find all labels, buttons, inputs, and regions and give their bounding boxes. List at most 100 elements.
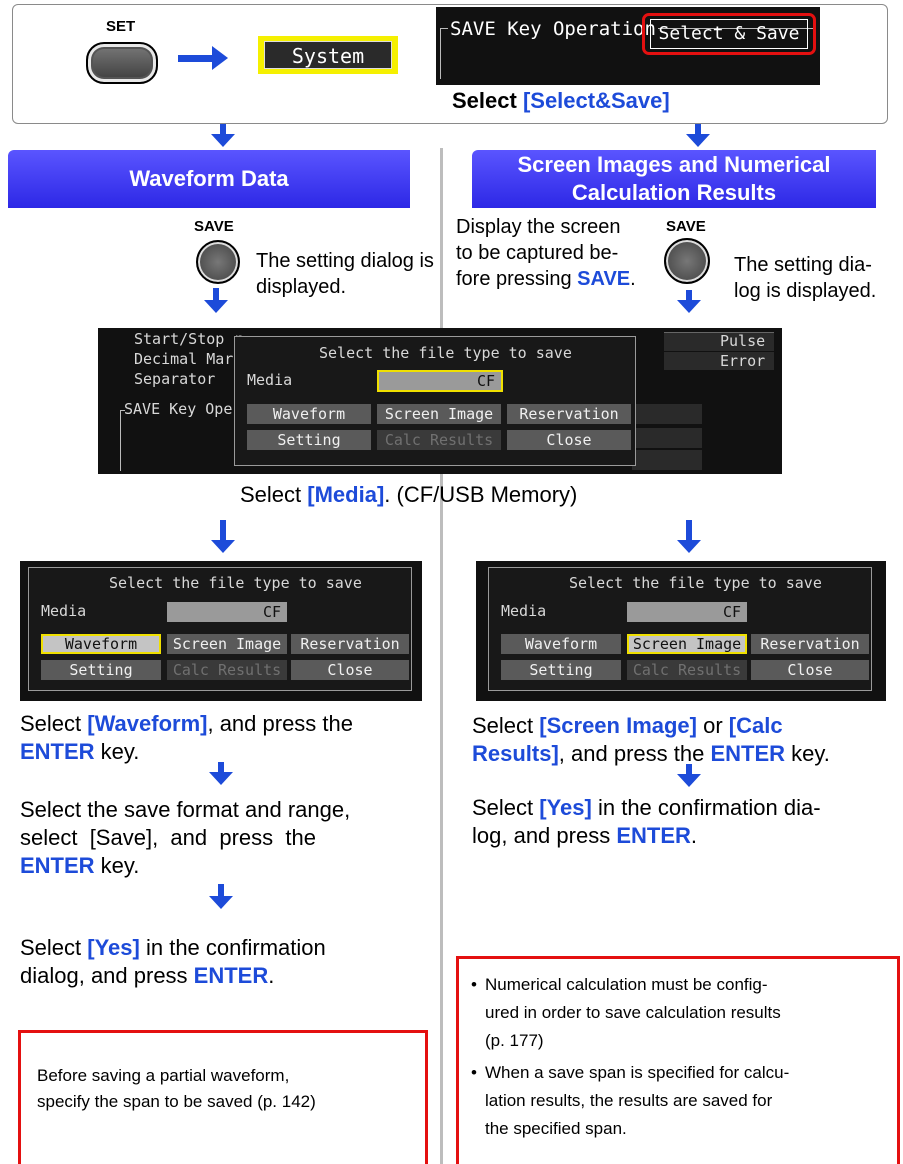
- media-caption-c: . (CF/USB Memory): [384, 482, 578, 507]
- media-field[interactable]: CF: [627, 602, 747, 622]
- down-arrow-icon: [220, 520, 226, 542]
- media-label: Media: [247, 371, 293, 389]
- bg-error: Error: [720, 352, 766, 370]
- text: Select: [472, 713, 540, 738]
- waveform-button[interactable]: Waveform: [247, 404, 371, 424]
- right-step-2: Select [Yes] in the confirmation dia- lo…: [472, 794, 892, 850]
- calc-results-button[interactable]: Calc Results: [167, 660, 287, 680]
- down-arrow-icon: [686, 520, 692, 542]
- left-save-key-label: SAVE: [194, 218, 234, 235]
- top-instruction-bold: [Select&Save]: [522, 88, 670, 113]
- down-arrow-icon: [213, 288, 219, 302]
- screen-image-button[interactable]: Screen Image: [627, 634, 747, 654]
- right-save-pre-line3: fore pressing: [456, 268, 578, 290]
- right-save-key-label: SAVE: [666, 218, 706, 235]
- text-bold: ENTER: [616, 823, 691, 848]
- waveform-button[interactable]: Waveform: [501, 634, 621, 654]
- text: .: [268, 963, 275, 988]
- text: Select: [472, 795, 540, 820]
- reservation-button[interactable]: Reservation: [751, 634, 869, 654]
- system-button[interactable]: System: [264, 41, 392, 69]
- left-note-box: Before saving a partial waveform, specif…: [18, 1030, 428, 1164]
- right-arrow-head: [212, 46, 228, 70]
- text-bold: [Yes]: [87, 935, 140, 960]
- text-bold: ENTER: [20, 739, 95, 764]
- bg-row: SAVE Key Ope: [124, 400, 233, 418]
- column-divider: [440, 148, 443, 1164]
- close-button[interactable]: Close: [751, 660, 869, 680]
- text: key.: [94, 853, 140, 878]
- text: key.: [785, 741, 830, 766]
- left-banner: Waveform Data: [8, 150, 410, 208]
- text: Select the save format and range,: [20, 797, 351, 822]
- reservation-button[interactable]: Reservation: [291, 634, 409, 654]
- right-save-pre-period: .: [630, 268, 636, 290]
- text-bold: [Screen Image]: [539, 713, 697, 738]
- bg-cell: [632, 428, 702, 448]
- setting-button[interactable]: Setting: [501, 660, 621, 680]
- file-type-dialog: Select the file type to save Media CF Wa…: [234, 336, 636, 466]
- waveform-button[interactable]: Waveform: [41, 634, 161, 654]
- dialog-title: Select the file type to save: [319, 344, 572, 362]
- media-label: Media: [41, 602, 87, 620]
- save-op-label: SAVE Key Operation: [448, 18, 658, 40]
- text: in the confirmation dia-: [591, 795, 821, 820]
- down-arrow-head: [204, 300, 228, 313]
- file-type-dialog: Select the file type to save Media CF Wa…: [488, 567, 872, 691]
- right-save-pre: Display the screen to be captured be- fo…: [456, 214, 636, 292]
- left-save-desc: The setting dialog is displayed.: [256, 250, 434, 298]
- text-bold: ENTER: [193, 963, 269, 988]
- set-key-icon[interactable]: [86, 42, 158, 84]
- text: Select: [20, 711, 88, 736]
- screen-image-button[interactable]: Screen Image: [377, 404, 501, 424]
- main-screenshot: Start/Stop r Decimal Mark Separator SAVE…: [98, 328, 782, 474]
- text-bold: [Yes]: [539, 795, 592, 820]
- text: Select: [20, 935, 88, 960]
- down-arrow-head: [677, 774, 701, 787]
- down-arrow-icon: [218, 884, 224, 898]
- media-label: Media: [501, 602, 547, 620]
- bg-row: Decimal Mark: [134, 350, 243, 368]
- screen-image-button[interactable]: Screen Image: [167, 634, 287, 654]
- close-button[interactable]: Close: [507, 430, 631, 450]
- media-field[interactable]: CF: [377, 370, 503, 392]
- right-save-pre-line2: to be captured be-: [456, 242, 619, 264]
- bullet-icon: •: [471, 975, 477, 994]
- save-op-value[interactable]: Select & Save: [650, 19, 808, 49]
- bg-frame: [120, 410, 125, 471]
- right-save-pre-line1: Display the screen: [456, 216, 621, 238]
- setting-button[interactable]: Setting: [247, 430, 371, 450]
- text: key.: [94, 739, 140, 764]
- text: ured in order to save calculation result…: [485, 1003, 781, 1022]
- text: , and press the: [558, 741, 711, 766]
- file-type-dialog: Select the file type to save Media CF Wa…: [28, 567, 412, 691]
- set-key-label: SET: [106, 18, 136, 35]
- top-instruction: Select [Select&Save]: [452, 88, 670, 114]
- media-caption: Select [Media]. (CF/USB Memory): [240, 482, 577, 508]
- right-save-desc: The setting dia- log is displayed.: [734, 252, 876, 304]
- down-arrow-head: [677, 540, 701, 553]
- bg-cell: [664, 352, 774, 370]
- left-save-key-icon[interactable]: [196, 240, 240, 284]
- text: or: [697, 713, 729, 738]
- right-save-key-icon[interactable]: [664, 238, 710, 284]
- reservation-button[interactable]: Reservation: [507, 404, 631, 424]
- left-step-1: Select [Waveform], and press the ENTER k…: [20, 710, 432, 766]
- media-field[interactable]: CF: [167, 602, 287, 622]
- down-arrow-head: [677, 300, 701, 313]
- text: the specified span.: [485, 1119, 627, 1138]
- text: When a save span is specified for calcu-: [485, 1063, 790, 1082]
- left-step-3: Select [Yes] in the confirmation dialog,…: [20, 934, 432, 990]
- setting-button[interactable]: Setting: [41, 660, 161, 680]
- bullet-icon: •: [471, 1063, 477, 1082]
- text-bold: [Waveform]: [87, 711, 208, 736]
- right-save-desc-line2: log is displayed.: [734, 280, 877, 302]
- bg-pulse: Pulse: [720, 332, 766, 350]
- screen-image-screenshot: Select the file type to save Media CF Wa…: [476, 561, 886, 701]
- calc-results-button[interactable]: Calc Results: [627, 660, 747, 680]
- waveform-screenshot: Select the file type to save Media CF Wa…: [20, 561, 422, 701]
- calc-results-button[interactable]: Calc Results: [377, 430, 501, 450]
- down-arrow-icon: [686, 764, 692, 776]
- close-button[interactable]: Close: [291, 660, 409, 680]
- top-panel: [12, 4, 888, 124]
